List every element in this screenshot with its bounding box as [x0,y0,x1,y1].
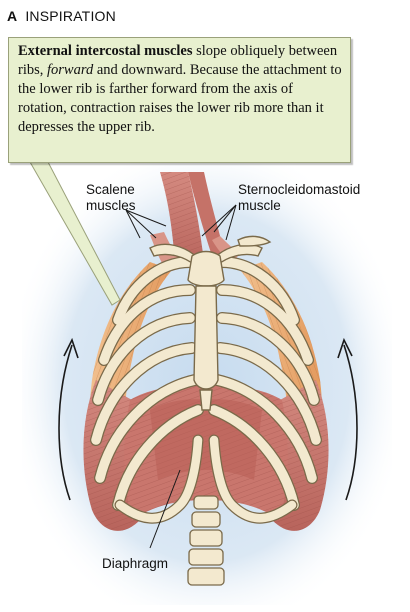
diaphragm-muscle [124,385,288,520]
scalene-label-line2: muscles [86,198,136,213]
clavicles [149,235,272,268]
callout-box: External intercostal muscles slope obliq… [8,37,351,163]
vertebral-column [187,495,225,586]
scalene-label: Scalene muscles [86,182,136,214]
panel-letter: A [7,8,18,24]
rib-elevation-arrows [58,337,358,501]
panel-title: INSPIRATION [25,8,116,24]
neck-muscles [150,172,240,272]
left-arrow-icon [58,344,73,501]
scm-label-line1: Sternocleidomastoid [238,182,361,197]
scm-label-line2: muscle [238,198,281,213]
scm-label: Sternocleidomastoid muscle [238,182,360,214]
callout-emphasis: forward [47,62,94,78]
callout-text-1: slope obliquely between ribs, [18,43,338,78]
panel-header: A INSPIRATION [7,8,116,24]
right-arrow-icon [343,344,358,501]
scalene-label-line1: Scalene [86,182,135,197]
ribs [90,256,322,524]
diaphragm-label: Diaphragm [102,556,169,571]
sternum [187,250,225,411]
leader-lines [125,204,237,549]
callout-term: External intercostal muscles [18,43,193,59]
callout-text-2: and downward. Because the attachment to … [18,62,342,135]
